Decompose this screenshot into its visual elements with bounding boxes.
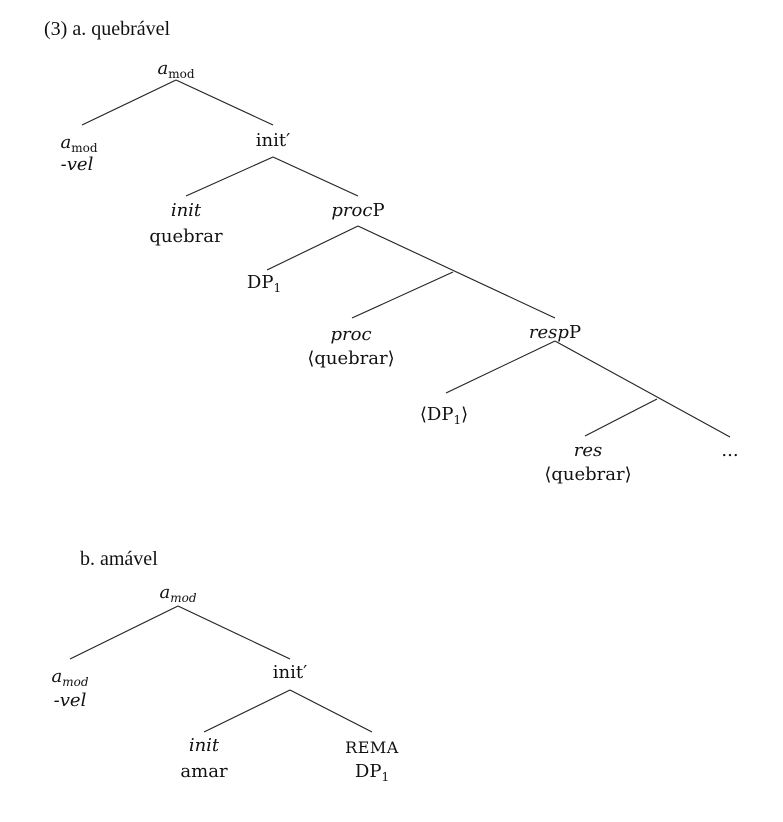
node-b-root: amod bbox=[159, 582, 197, 605]
node-b-rema: REMA bbox=[345, 738, 399, 757]
example-heading-a: (3) a. quebrável bbox=[44, 18, 170, 41]
node-b-amod-head: amod bbox=[51, 666, 89, 689]
node-a-res: res bbox=[573, 440, 603, 461]
word-b-vel: -vel bbox=[53, 690, 87, 711]
node-a-amod-head: amod bbox=[60, 132, 98, 155]
node-b-dp1: DP1 bbox=[354, 761, 390, 784]
node-a-respp: respP bbox=[528, 322, 582, 343]
word-a-res-trace: ⟨quebrar⟩ bbox=[544, 464, 632, 485]
branch-a-init-bar-right bbox=[272, 156, 359, 197]
branch-a-respp-left bbox=[445, 340, 556, 394]
node-a-root: amod bbox=[157, 58, 195, 81]
branch-a-respbar-left bbox=[584, 398, 658, 437]
branch-b-init-bar-right bbox=[289, 689, 373, 733]
node-a-procp: procP bbox=[331, 200, 385, 221]
node-a-proc: proc bbox=[330, 324, 372, 345]
node-b-init-bar: init′ bbox=[272, 662, 308, 683]
heading-a-text: a. quebrável bbox=[72, 18, 171, 40]
branch-a-procp-left bbox=[266, 225, 359, 271]
word-a-quebrar: quebrar bbox=[149, 226, 223, 247]
node-a-dp1-copy: ⟨DP1⟩ bbox=[419, 404, 469, 427]
branch-b-root-left bbox=[69, 605, 179, 660]
branch-b-init-bar-left bbox=[203, 689, 291, 733]
word-a-vel: -vel bbox=[60, 154, 94, 175]
branch-a-root-right bbox=[175, 79, 274, 126]
branch-a-init-bar-left bbox=[185, 156, 274, 197]
node-a-ellipsis: ... bbox=[721, 440, 739, 461]
word-b-amar: amar bbox=[180, 761, 228, 782]
node-a-init: init bbox=[170, 200, 202, 221]
branch-a-root-left bbox=[81, 79, 177, 126]
branch-a-procp-right bbox=[357, 225, 556, 319]
node-b-init: init bbox=[188, 735, 220, 756]
branch-b-root-right bbox=[177, 605, 291, 660]
example-heading-b: b. amável bbox=[80, 548, 158, 570]
example-number: (3) bbox=[44, 18, 68, 40]
branch-a-procbar-left bbox=[351, 271, 454, 319]
node-a-init-bar: init′ bbox=[255, 130, 291, 151]
branch-a-respp-right bbox=[554, 340, 731, 438]
node-a-dp1: DP1 bbox=[246, 272, 282, 295]
word-a-proc-trace: ⟨quebrar⟩ bbox=[307, 348, 395, 369]
